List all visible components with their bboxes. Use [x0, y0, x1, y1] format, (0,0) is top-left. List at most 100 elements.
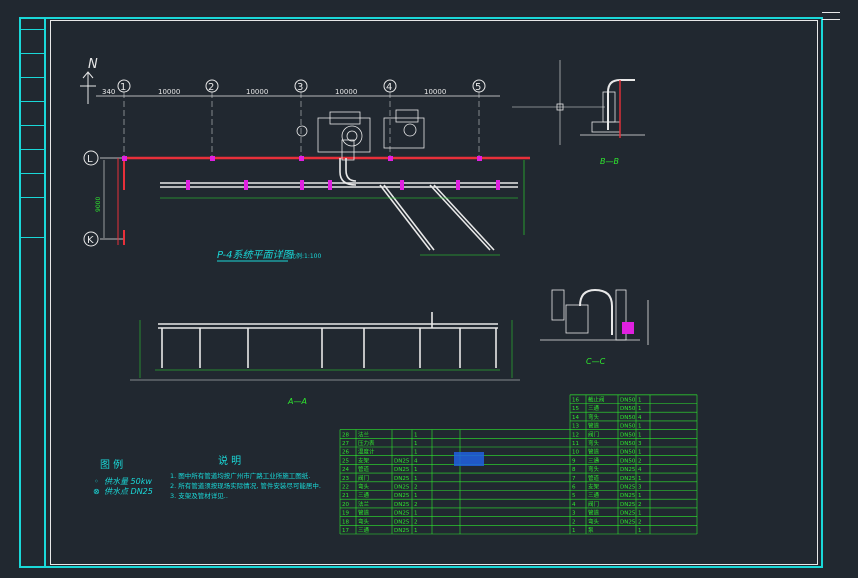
axis-dimensions: 340 10000 10000 10000 10000: [102, 88, 446, 96]
dim-ky: 9000: [95, 197, 102, 212]
bom-cell: 截止阀: [588, 396, 605, 404]
bom-cell: 9: [572, 458, 576, 464]
bom-cell: DN25: [394, 467, 410, 473]
bom-cell: DN25: [394, 493, 410, 499]
bom-cell: 1: [638, 511, 642, 517]
bom-cell: DN50: [620, 415, 636, 421]
binding-strip: [19, 17, 46, 568]
bom-cell: 19: [342, 511, 349, 517]
bom-cell: DN25: [394, 519, 410, 525]
bom-cell: 2: [638, 458, 642, 464]
legend-item-1-text: 供水量 50kw: [104, 477, 152, 486]
bom-cell: 三通: [588, 404, 600, 412]
bom-cell: 三通: [588, 456, 600, 464]
bom-cell: 管道: [588, 422, 600, 430]
bom-cell: 2: [638, 519, 642, 525]
axis-label-4: 4: [386, 82, 392, 93]
strip-cell: [19, 101, 44, 126]
bom-cell: DN25: [620, 511, 636, 517]
bom-cell: 3: [638, 441, 642, 447]
bom-cell: 3: [572, 511, 576, 517]
notes-line-2: 2. 所有管道须按现场实际情况, 管件安装尽可能居中.: [170, 481, 321, 490]
plan-dim-lines: [160, 160, 525, 256]
notes-line-1: 1. 图中所有管道均按广州市广路工业所施工图纸.: [170, 471, 310, 480]
bom-cell: 1: [638, 476, 642, 482]
strip-cell: [19, 125, 44, 150]
bom-cell: 24: [342, 467, 349, 473]
bom-cell: 1: [572, 528, 576, 534]
plan-pipelines: [160, 158, 518, 251]
bom-cell: 20: [342, 502, 349, 508]
bom-cell: 弯头: [588, 465, 600, 473]
axis-label-3: 3: [297, 82, 303, 93]
bom-cell: 弯头: [358, 483, 370, 491]
bom-cell: 三通: [588, 491, 600, 499]
bom-cell: 1: [638, 450, 642, 456]
bom-cell: 三通: [358, 526, 370, 534]
bom-cell: 1: [638, 406, 642, 412]
bom-cell: 1: [638, 424, 642, 430]
dim-3: 10000: [335, 88, 357, 96]
bom-cell: 弯头: [588, 413, 600, 421]
legend-item-1-symbol: ◦: [94, 477, 99, 486]
bom-cell: DN25: [394, 458, 410, 464]
frame-tick-marks: [822, 12, 840, 20]
selection-highlight: [454, 452, 484, 466]
bom-cell: 管道: [588, 474, 600, 482]
bom-cell: DN25: [620, 502, 636, 508]
bom-cell: 5: [572, 493, 576, 499]
dim-1: 10000: [158, 88, 180, 96]
bom-cell: 17: [342, 528, 349, 534]
section-aa-drawing: [158, 312, 498, 368]
legend-item-2-text: 供水点 DN25: [104, 487, 153, 496]
bom-cell: 管道: [358, 509, 370, 517]
section-bb-drawing: [512, 60, 645, 145]
bom-cell: DN25: [394, 485, 410, 491]
bom-cell: 11: [572, 441, 579, 447]
bom-cell: 阀门: [588, 500, 599, 508]
bom-cell: 法兰: [358, 430, 370, 438]
dim-0: 340: [102, 88, 115, 96]
bom-cell: 22: [342, 485, 349, 491]
bom-cell: 2: [638, 502, 642, 508]
section-cc-label: C—C: [586, 357, 606, 366]
bom-cell: DN25: [620, 493, 636, 499]
bom-cell: 25: [342, 458, 349, 464]
bom-cell: 1: [638, 432, 642, 438]
strip-cell: [19, 149, 44, 174]
legend-item-2-symbol: ⊗: [93, 487, 100, 496]
axis-bubbles: 1 2 3 4 5: [96, 79, 500, 97]
drawing-frame: [19, 17, 823, 568]
dim-2: 10000: [246, 88, 268, 96]
bom-cell: 2: [414, 502, 418, 508]
strip-cell: [19, 17, 44, 30]
bom-cell: DN25: [620, 485, 636, 491]
section-bb-label: B—B: [600, 157, 619, 166]
bom-cell: 4: [638, 415, 642, 421]
bom-cell: 7: [572, 476, 576, 482]
bom-cell: 1: [638, 528, 642, 534]
axis-label-5: 5: [475, 82, 481, 93]
bom-cell: 压力表: [358, 439, 375, 447]
bom-cell: 13: [572, 424, 579, 430]
bom-cell: 4: [414, 458, 418, 464]
row-label-K: K: [87, 235, 94, 246]
strip-cell: [19, 197, 44, 238]
bom-cell: DN25: [394, 528, 410, 534]
bom-cell: 12: [572, 432, 579, 438]
bom-cell: 26: [342, 450, 349, 456]
bom-cell: 15: [572, 406, 579, 412]
bom-cell: 27: [342, 441, 349, 447]
bom-cell: DN50: [620, 441, 636, 447]
bom-cell: DN50: [620, 450, 636, 456]
bom-cell: 弯头: [588, 517, 600, 525]
bom-cell: 2: [414, 485, 418, 491]
bom-cell: 2: [414, 519, 418, 525]
bom-cell: 18: [342, 519, 349, 525]
bom-cell: 1: [638, 398, 642, 404]
bom-cell: 1: [414, 528, 418, 534]
row-label-L: L: [87, 154, 93, 165]
bom-cell: 10: [572, 450, 579, 456]
bom-cell: 3: [638, 485, 642, 491]
